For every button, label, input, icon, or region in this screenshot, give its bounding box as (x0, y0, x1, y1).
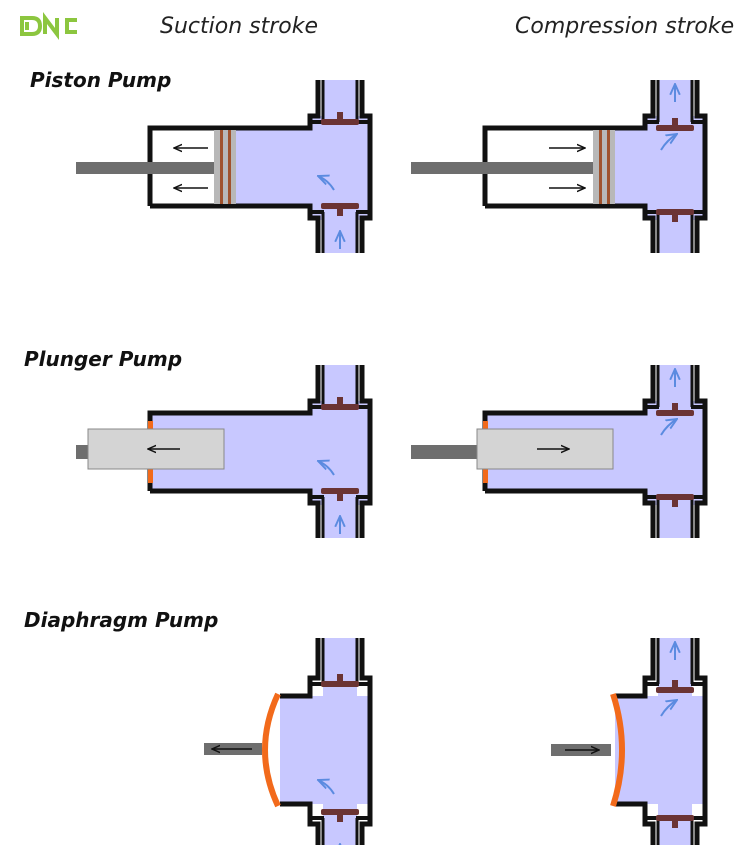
valve-stem (672, 215, 678, 222)
valve-plate (656, 410, 694, 416)
valve-plate (321, 809, 359, 815)
flow-arrow (660, 134, 677, 151)
housing-wall (615, 801, 656, 849)
valve-stem (672, 821, 678, 828)
flow-arrow (318, 780, 335, 795)
valve-plate (321, 203, 359, 209)
valve-stem (672, 500, 678, 507)
valve-plate (321, 681, 359, 687)
label-plunger-pump: Plunger Pump (24, 347, 183, 371)
valve-plate (656, 815, 694, 821)
packing-seal (483, 421, 488, 435)
piston-head (214, 130, 236, 204)
valve-stem (672, 403, 678, 410)
plunger (476, 428, 614, 470)
chamber-fluid (615, 696, 703, 804)
housing-wall (280, 638, 321, 699)
packing-seal (148, 469, 153, 483)
piston-ring (607, 130, 610, 204)
plunger-rod (76, 445, 90, 459)
valve-stem (337, 112, 343, 119)
valve-stem (672, 118, 678, 125)
valve-plate (656, 125, 694, 131)
piston-rod (411, 162, 595, 174)
logo-letter-c (65, 18, 77, 34)
valve-plate (656, 494, 694, 500)
dnc-logo (20, 12, 77, 40)
valve-plate (321, 119, 359, 125)
housing-wall (615, 638, 656, 699)
valve-stem (672, 680, 678, 687)
diaphragm (262, 692, 281, 808)
housing-wall (485, 488, 656, 538)
valve-stem (337, 815, 343, 822)
piston-pump-suction (76, 80, 373, 253)
piston-pump-compression (411, 80, 708, 253)
label-piston-pump: Piston Pump (30, 68, 172, 92)
diaphragm (610, 693, 625, 807)
valve-chamber-fluid (647, 401, 703, 505)
logo-letter-d (20, 16, 43, 36)
plunger-rod (411, 445, 479, 459)
valve-plate (321, 404, 359, 410)
housing-wall (359, 638, 373, 849)
valve-stem (337, 397, 343, 404)
flow-arrow (660, 419, 677, 436)
header-suction-stroke: Suction stroke (160, 14, 319, 39)
valve-chamber-fluid (312, 401, 368, 505)
valve-plate (321, 488, 359, 494)
diaphragm-pump-compression (551, 638, 708, 849)
piston-head (593, 130, 615, 204)
flow-arrow (318, 461, 335, 476)
housing-wall (280, 801, 321, 849)
housing-wall (485, 203, 656, 253)
housing-wall (150, 488, 321, 538)
packing-seal (483, 469, 488, 483)
housing-wall (359, 80, 373, 253)
packing-seal (148, 421, 153, 435)
housing-wall (694, 365, 708, 538)
plunger-pump-suction (76, 365, 373, 538)
swept-fluid (216, 128, 340, 206)
piston-ring (228, 130, 231, 204)
valve-stem (337, 674, 343, 681)
piston-ring (599, 130, 602, 204)
flow-arrow (660, 700, 677, 717)
flow-arrow (318, 176, 335, 191)
label-diaphragm-pump: Diaphragm Pump (24, 608, 219, 632)
housing-wall (694, 80, 708, 253)
valve-plate (656, 209, 694, 215)
housing-wall (694, 638, 708, 849)
valve-stem (337, 494, 343, 501)
plunger-pump-compression (411, 365, 708, 538)
valve-plate (656, 687, 694, 693)
chamber-fluid (280, 696, 368, 804)
header-compression-stroke: Compression stroke (515, 14, 735, 39)
housing-wall (359, 365, 373, 538)
piston-rod (76, 162, 216, 174)
piston-ring (220, 130, 223, 204)
valve-stem (337, 209, 343, 216)
housing-wall (150, 203, 321, 253)
diaphragm-pump-suction (204, 638, 373, 849)
logo-letter-n (43, 12, 59, 40)
